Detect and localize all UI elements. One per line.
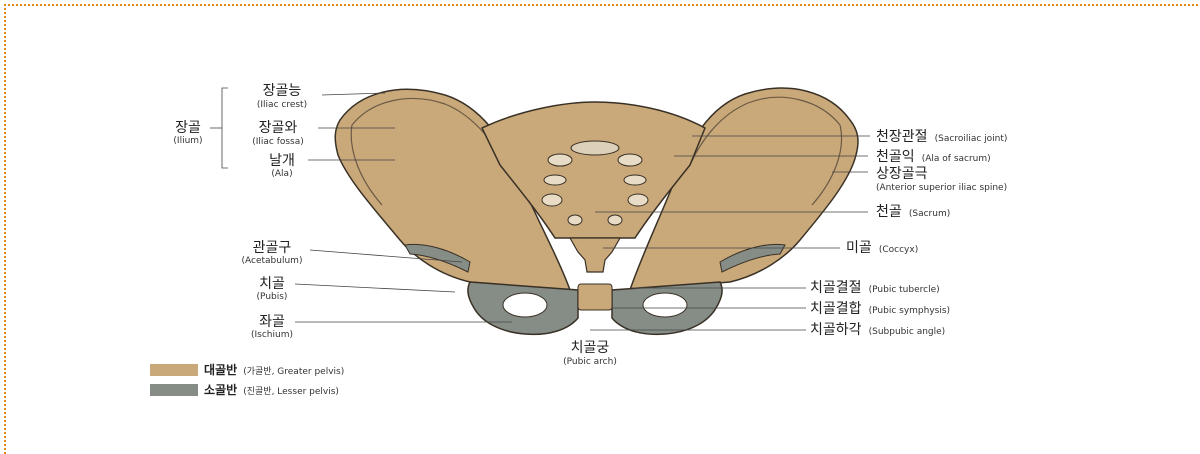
iliac-crest-label-en: (Iliac crest) [257, 100, 307, 110]
sacroiliac-joint-label: 천장관절 (Sacroiliac joint) [876, 126, 1007, 145]
asis-label-en: (Anterior superior iliac spine) [876, 183, 1007, 193]
legend-swatch-greater-pelvis [150, 364, 198, 376]
iliac-fossa-label-en: (Iliac fossa) [252, 137, 304, 147]
asis-label: 상장골극 [876, 166, 928, 182]
acetabulum-label: 관골구 [253, 240, 292, 256]
pubic-arch-label-en: (Pubic arch) [563, 357, 617, 367]
coccyx-shape [570, 238, 620, 272]
iliac-fossa-label: 장골와 [259, 120, 298, 136]
pubic-arch-label: 치골궁 [571, 340, 610, 356]
ala-label-en: (Ala) [271, 169, 292, 179]
ischium-label: 좌골 [259, 314, 285, 330]
ilium-label-en: (Ilium) [173, 136, 202, 146]
ilium-label: 장골 [175, 120, 201, 136]
ala-label: 날개 [269, 153, 295, 169]
pubis-label: 치골 [259, 276, 285, 292]
subpubic-angle-label: 치골하각 (Subpubic angle) [810, 319, 945, 338]
acetabulum-label-en: (Acetabulum) [242, 256, 303, 266]
pubic-symphysis-label: 치골결합 (Pubic symphysis) [810, 298, 950, 317]
sacrum-label: 천골 (Sacrum) [876, 201, 950, 220]
iliac-crest-label: 장골능 [263, 83, 302, 99]
ischium-label-en: (Ischium) [251, 330, 293, 340]
pelvis-illustration [335, 88, 858, 334]
ala-of-sacrum-label: 천골익 (Ala of sacrum) [876, 146, 991, 165]
pubic-tubercle-label: 치골결절 (Pubic tubercle) [810, 277, 940, 296]
pubis-label-en: (Pubis) [257, 292, 288, 302]
coccyx-label: 미골 (Coccyx) [846, 237, 918, 256]
legend: 대골반 (가골반, Greater pelvis) 소골반 (진골반, Less… [150, 359, 344, 398]
pelvis-diagram: 장골 (Ilium) 장골능 (Iliac crest) 장골와 (Iliac … [0, 0, 1200, 438]
legend-label-greater-pelvis: 대골반 (가골반, Greater pelvis) [204, 359, 344, 378]
legend-swatch-lesser-pelvis [150, 384, 198, 396]
legend-label-lesser-pelvis: 소골반 (진골반, Lesser pelvis) [204, 379, 339, 398]
